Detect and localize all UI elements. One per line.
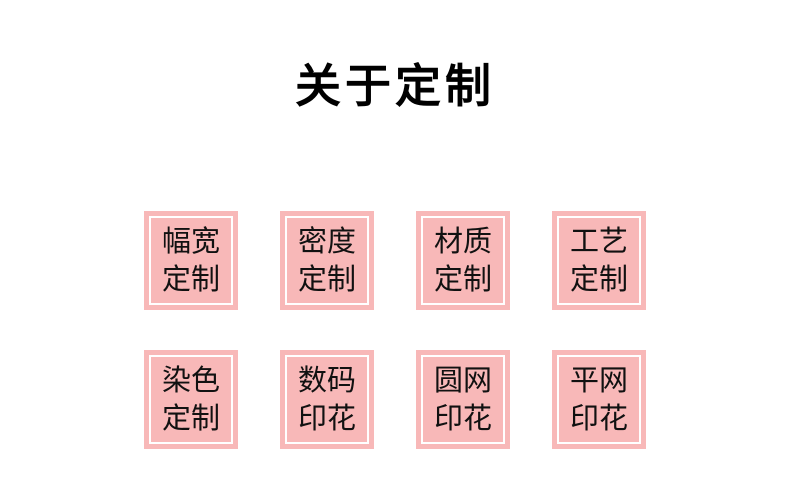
tile-label-line: 定制 (569, 263, 628, 296)
tile-digital-printing: 数码 印花 (280, 350, 374, 449)
tile-label-line: 工艺 (569, 225, 628, 258)
tile-inner-frame: 材质 定制 (421, 216, 505, 305)
tile-label-line: 平网 (569, 364, 628, 397)
tile-dyeing-custom: 染色 定制 (144, 350, 238, 449)
tile-flat-screen-printing: 平网 印花 (552, 350, 646, 449)
tile-label-line: 染色 (161, 364, 220, 397)
tile-label-line: 印花 (433, 402, 492, 435)
tile-inner-frame: 工艺 定制 (557, 216, 641, 305)
section-title: 关于定制 (295, 59, 495, 113)
tile-label-line: 数码 (297, 364, 356, 397)
tile-inner-frame: 幅宽 定制 (149, 216, 233, 305)
tile-inner-frame: 平网 印花 (557, 355, 641, 444)
tile-label-line: 定制 (161, 263, 220, 296)
tile-fabric-width-custom: 幅宽 定制 (144, 211, 238, 310)
tile-label-line: 印花 (569, 402, 628, 435)
tiles-row-top: 幅宽 定制 密度 定制 材质 定制 工艺 定制 (0, 211, 790, 310)
tile-rotary-screen-printing: 圆网 印花 (416, 350, 510, 449)
tile-label-line: 定制 (433, 263, 492, 296)
tile-label-line: 圆网 (433, 364, 492, 397)
tile-label-line: 定制 (161, 402, 220, 435)
tile-label-line: 幅宽 (161, 225, 220, 258)
tile-inner-frame: 圆网 印花 (421, 355, 505, 444)
tile-material-custom: 材质 定制 (416, 211, 510, 310)
tile-label-line: 定制 (297, 263, 356, 296)
tiles-grid: 幅宽 定制 密度 定制 材质 定制 工艺 定制 (0, 211, 790, 449)
tile-label-line: 印花 (297, 402, 356, 435)
tile-craft-custom: 工艺 定制 (552, 211, 646, 310)
tile-inner-frame: 数码 印花 (285, 355, 369, 444)
tiles-row-bottom: 染色 定制 数码 印花 圆网 印花 平网 印花 (0, 350, 790, 449)
tile-density-custom: 密度 定制 (280, 211, 374, 310)
tile-label-line: 材质 (433, 225, 492, 258)
tile-inner-frame: 密度 定制 (285, 216, 369, 305)
tile-label-line: 密度 (297, 225, 356, 258)
tile-inner-frame: 染色 定制 (149, 355, 233, 444)
